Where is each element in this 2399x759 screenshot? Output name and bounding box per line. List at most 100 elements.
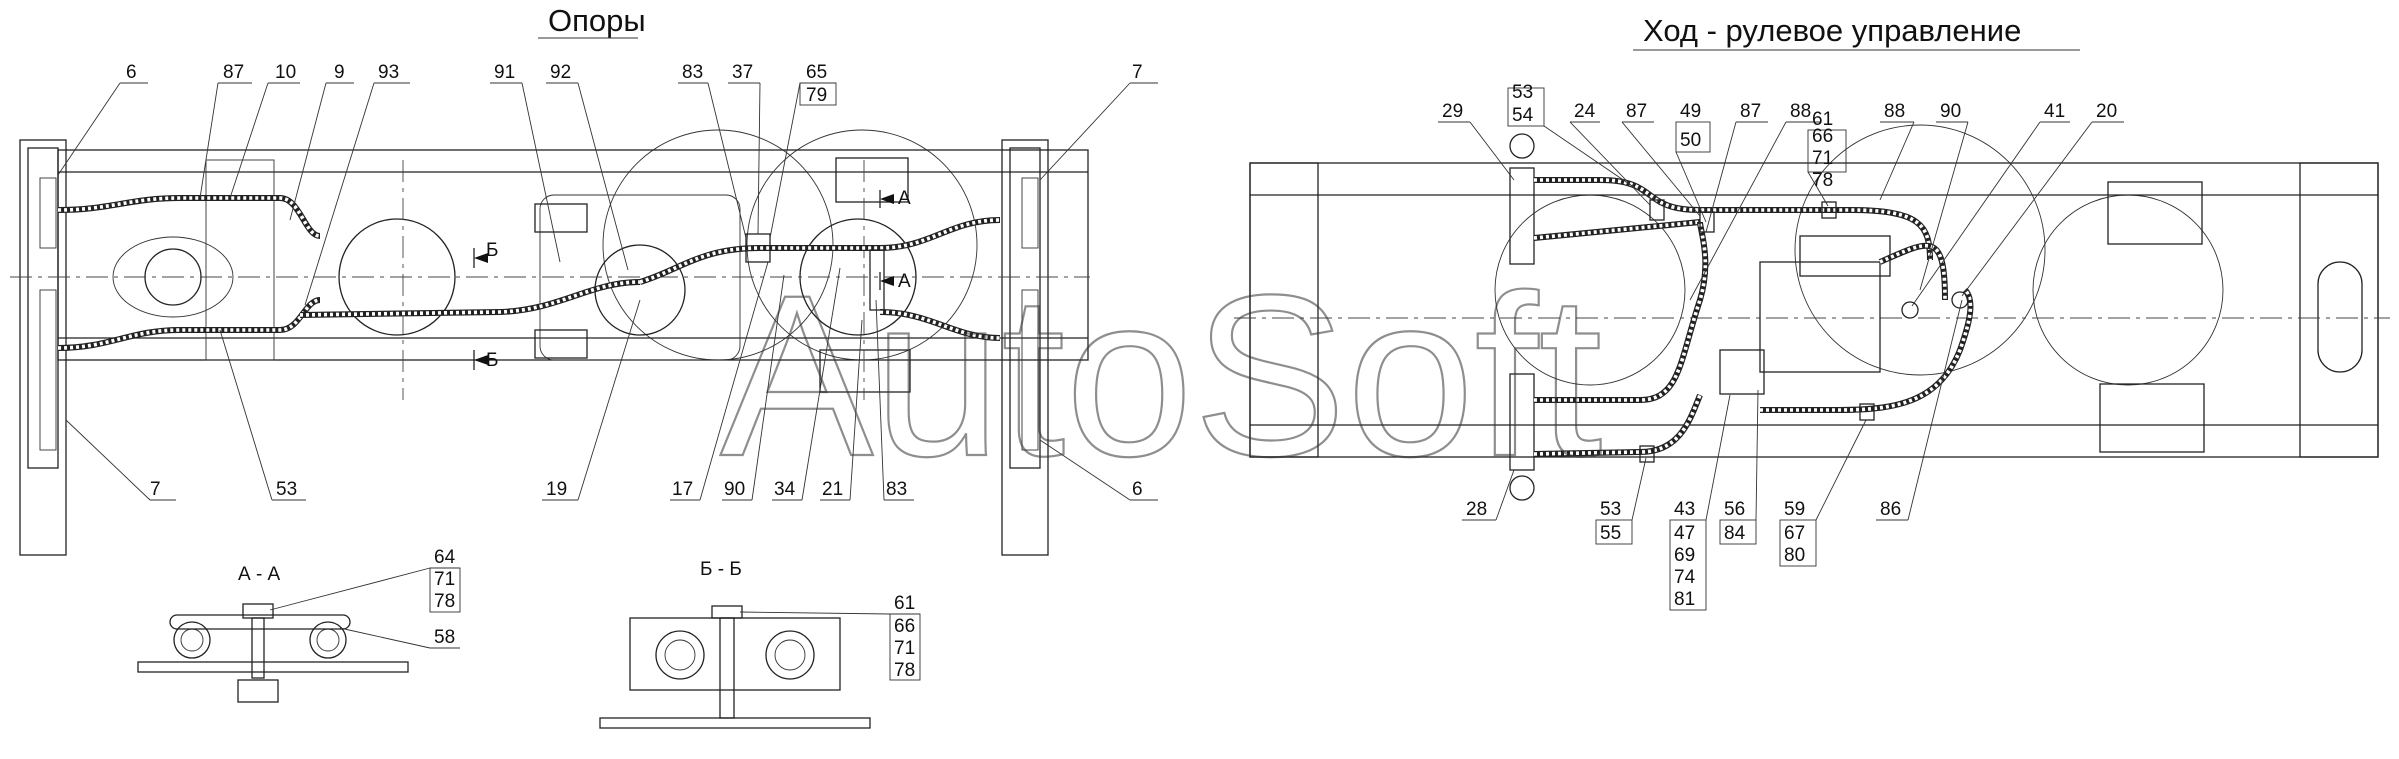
callout-r-41: 41 [2044, 101, 2065, 122]
pump-head [1799, 235, 1891, 277]
callout-b-71: 71 [894, 638, 915, 659]
callout-r-86: 86 [1880, 499, 1901, 520]
callout-r-69: 69 [1674, 545, 1695, 566]
cylinder-29-eye [1509, 133, 1535, 159]
callout-17: 17 [672, 479, 693, 500]
callout-r-84: 84 [1724, 523, 1746, 544]
callout-a-71: 71 [434, 569, 455, 590]
callout-6-top: 6 [126, 62, 137, 83]
fitting-61 [1821, 201, 1837, 219]
callout-a-64: 64 [434, 547, 456, 568]
left-callouts: 6 87 10 9 93 91 92 83 37 65 79 7 7 53 19… [57, 62, 1158, 501]
right-turntable [1794, 124, 2046, 376]
callout-b-61: 61 [894, 593, 915, 614]
slewing-ring [594, 244, 686, 336]
callout-9: 9 [334, 62, 345, 83]
wheel-left [338, 218, 456, 336]
section-a-bolt-head [242, 603, 274, 619]
callout-r-55: 55 [1600, 523, 1621, 544]
fitting-24 [1649, 199, 1665, 221]
section-a-nut [237, 679, 279, 703]
callout-r-78: 78 [1812, 170, 1833, 191]
callout-r-88b: 88 [1884, 101, 1905, 122]
right-slot [2317, 261, 2363, 373]
bracket-bottom-right [819, 349, 911, 393]
callout-r-29: 29 [1442, 101, 1463, 122]
section-a-plate [137, 661, 409, 673]
right-bracket-top [2107, 181, 2203, 245]
fitting-59 [1859, 403, 1875, 421]
bracket-91 [534, 203, 588, 233]
callout-19: 19 [546, 479, 567, 500]
hose-right-return [1760, 287, 1974, 413]
callout-b-78: 78 [894, 660, 915, 681]
callout-r-49: 49 [1680, 101, 1701, 122]
callout-83-top: 83 [682, 62, 703, 83]
axle-housing-left [112, 236, 234, 318]
right-callouts: 53 54 29 24 87 49 50 87 88 61 66 71 78 8… [1438, 82, 2124, 611]
bracket-91b [534, 329, 588, 359]
section-b-tube-left [655, 630, 705, 680]
callout-r-53-top: 53 [1512, 82, 1533, 103]
section-a-a: А - А 64 71 78 58 [137, 547, 461, 703]
section-b-mark-top: Б [486, 240, 498, 261]
callout-r-20: 20 [2096, 101, 2117, 122]
steering-pump [1759, 261, 1881, 373]
callout-93: 93 [378, 62, 399, 83]
callout-r-54: 54 [1512, 105, 1534, 126]
right-end-block-left [1249, 162, 1319, 458]
callout-r-28: 28 [1466, 499, 1487, 520]
callout-r-87a: 87 [1626, 101, 1647, 122]
callout-r-90: 90 [1940, 101, 1961, 122]
callout-r-88a: 88 [1790, 101, 1811, 122]
callout-92: 92 [550, 62, 571, 83]
callout-r-59: 59 [1784, 499, 1805, 520]
fitting-53 [1639, 445, 1655, 463]
callout-r-50: 50 [1680, 130, 1701, 151]
callout-7-top: 7 [1132, 62, 1143, 83]
leg-cylinder-left-bottom [39, 289, 57, 451]
section-a-mark-bottom: А [898, 271, 911, 292]
section-b-plate [599, 717, 871, 729]
fitting-41 [1901, 301, 1919, 319]
watermark: AutoSoft [720, 247, 1602, 504]
section-b-b: Б - Б 61 66 71 78 [599, 559, 921, 729]
leg-cylinder-left-top [39, 177, 57, 249]
callout-34: 34 [774, 479, 796, 500]
right-assembly [1234, 124, 2390, 501]
left-assembly: Б Б А А [10, 129, 1090, 556]
section-b-bolt [719, 617, 735, 719]
section-a-title: А - А [238, 564, 281, 585]
callout-r-53-bottom: 53 [1600, 499, 1621, 520]
callout-r-81: 81 [1674, 589, 1695, 610]
callout-10: 10 [275, 62, 296, 83]
section-a-marks: А А [879, 188, 911, 292]
section-a-mark-top: А [898, 188, 911, 209]
section-a-clamp [169, 614, 351, 630]
outrigger-left-inner [27, 147, 59, 469]
section-a-tube-left [173, 621, 211, 659]
title-right: Ход - рулевое управление [1643, 13, 2021, 48]
callout-b-66: 66 [894, 616, 915, 637]
callout-r-47: 47 [1674, 523, 1695, 544]
callout-r-87b: 87 [1740, 101, 1761, 122]
callout-83-bottom: 83 [886, 479, 907, 500]
section-b-marks: Б Б [473, 240, 498, 371]
fitting-20 [1951, 291, 1969, 309]
fitting-87 [1699, 211, 1715, 233]
callout-53: 53 [276, 479, 297, 500]
section-a-tube-right [309, 621, 347, 659]
callout-r-56: 56 [1724, 499, 1745, 520]
callout-6-bottom: 6 [1132, 479, 1143, 500]
callout-r-43: 43 [1674, 499, 1695, 520]
callout-r-24: 24 [1574, 101, 1596, 122]
callout-r-67: 67 [1784, 523, 1805, 544]
right-end-block-right [2299, 162, 2379, 458]
callout-a-78: 78 [434, 591, 455, 612]
bracket-top-right [835, 157, 909, 203]
callout-7-bottom: 7 [150, 479, 161, 500]
outrigger-right [1001, 139, 1049, 556]
callout-r-80: 80 [1784, 545, 1805, 566]
steering-cylinder-29 [1509, 167, 1535, 265]
title-left: Опоры [548, 3, 646, 38]
